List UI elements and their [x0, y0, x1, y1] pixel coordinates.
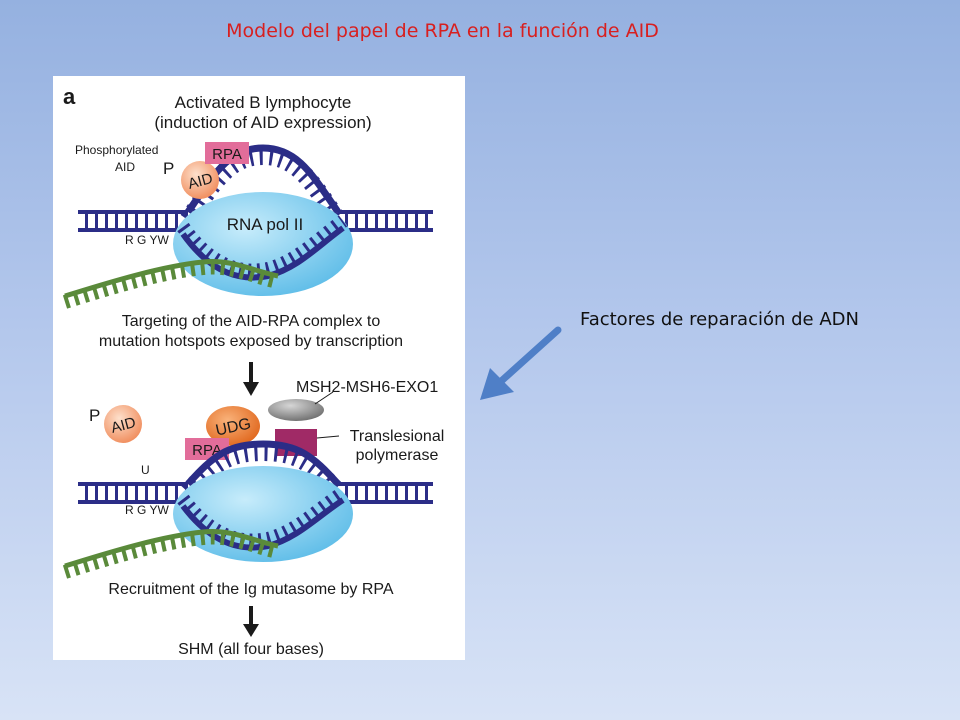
phospho-line-2: AID	[115, 160, 135, 174]
aid-enzyme-top	[181, 161, 219, 199]
phospho-line-1: Phosphorylated	[75, 143, 158, 157]
tls-line-1: Translesional	[350, 428, 445, 445]
aid-label-top: AID	[186, 170, 215, 193]
rgyw-label-bottom: R G YW	[125, 503, 169, 517]
msh-label: MSH2-MSH6-EXO1	[296, 379, 438, 396]
recruit-label: Recruitment of the Ig mutasome by RPA	[108, 581, 393, 598]
down-arrow-icon	[243, 362, 259, 396]
targeting-line-1: Targeting of the AID-RPA complex to	[122, 313, 381, 330]
down-arrow-icon	[243, 606, 259, 637]
pointer-arrow-icon	[480, 326, 562, 400]
side-label: Factores de reparación de ADN	[580, 309, 859, 330]
tls-line-2: polymerase	[356, 447, 439, 464]
udg-enzyme	[206, 406, 260, 446]
aid-enzyme-bottom	[104, 405, 142, 443]
rpa-box-top	[205, 142, 249, 164]
rgyw-label-top: R G YW	[125, 233, 169, 247]
rna-transcript-bottom	[62, 529, 280, 579]
rna-pol-label-top: RNA pol II	[227, 215, 304, 234]
p-label-bottom: P	[89, 406, 100, 425]
dna-duplex-bottom	[78, 440, 433, 504]
targeting-line-2: mutation hotspots exposed by transcripti…	[99, 333, 403, 350]
msh-complex	[268, 399, 324, 421]
u-label: U	[141, 463, 150, 477]
shm-label: SHM (all four bases)	[178, 641, 324, 658]
rpa-label-top: RPA	[212, 146, 242, 163]
rna-transcript-top	[62, 259, 280, 309]
p-label-top: P	[163, 159, 174, 178]
dna-duplex-top	[78, 144, 433, 232]
heading-line-1: Activated B lymphocyte	[175, 93, 352, 112]
panel-letter: a	[63, 84, 76, 109]
slide-title: Modelo del papel de RPA en la función de…	[226, 20, 659, 42]
heading-line-2: (induction of AID expression)	[154, 113, 371, 132]
aid-label-bottom: AID	[109, 414, 138, 437]
figure-panel: a Activated B lymphocyte (induction of A…	[53, 76, 465, 660]
